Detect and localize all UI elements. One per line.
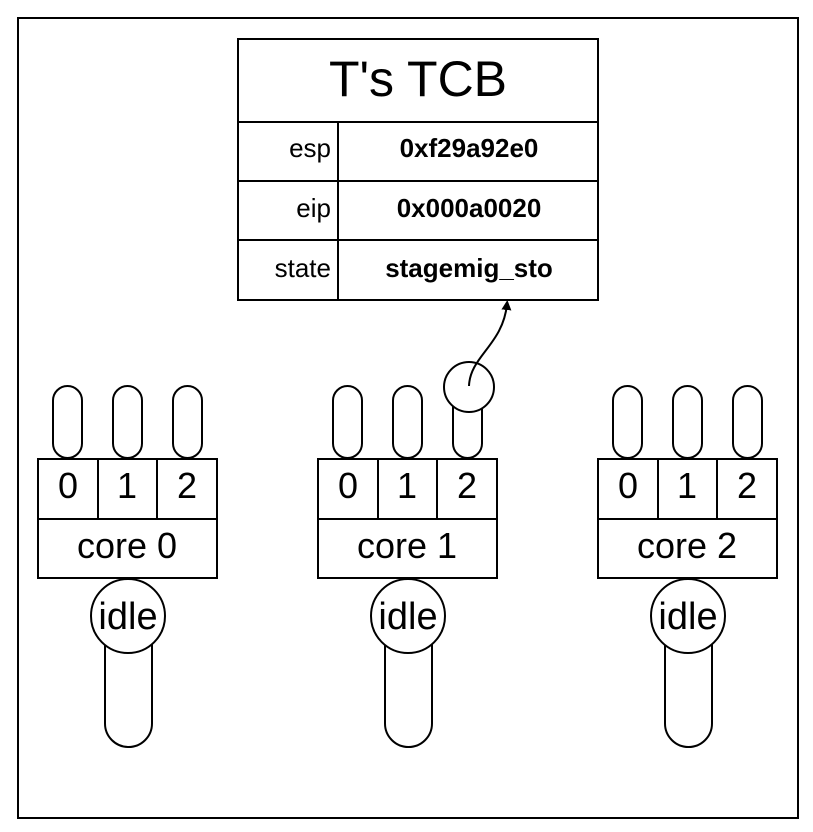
slot-label: 1: [677, 465, 697, 506]
queue-slot-0-pill: [52, 385, 83, 459]
queue-slot-2-pill: [732, 385, 763, 459]
outer-frame: [17, 17, 799, 819]
slot-label: 2: [457, 465, 477, 506]
slot-label: 1: [397, 465, 417, 506]
tcb-field-esp: esp: [289, 133, 331, 163]
queue-slot-1-pill: [112, 385, 143, 459]
idle-thread-circle: [650, 578, 726, 654]
slot-label: 0: [338, 465, 358, 506]
core-label: core 0: [77, 525, 177, 566]
slot-label: 2: [177, 465, 197, 506]
tcb-pointer-arrow: [468, 300, 512, 387]
tcb-field-eip: eip: [296, 193, 331, 223]
idle-label: idle: [658, 596, 717, 638]
queue-slot-1-pill: [392, 385, 423, 459]
tcb-title: T's TCB: [329, 51, 507, 107]
queue-slot-2-pill: [172, 385, 203, 459]
slot-label: 2: [737, 465, 757, 506]
tcb-border: [237, 38, 599, 301]
tcb-table: T's TCB esp 0xf29a92e0 eip 0x000a0020 st…: [237, 38, 599, 301]
slot-label: 0: [618, 465, 638, 506]
queue-slot-0-pill: [612, 385, 643, 459]
core-0: 0 1 2 core 0 idle: [37, 385, 218, 748]
idle-label: idle: [98, 596, 157, 638]
slot-label: 0: [58, 465, 78, 506]
tcb-value-esp: 0xf29a92e0: [400, 133, 539, 163]
tcb-value-state: stagemig_sto: [385, 253, 553, 283]
core-2: 0 1 2 core 2 idle: [597, 385, 778, 748]
slot-label: 1: [117, 465, 137, 506]
core-label: core 2: [637, 525, 737, 566]
idle-thread-circle: [370, 578, 446, 654]
queue-slot-1-pill: [672, 385, 703, 459]
idle-label: idle: [378, 596, 437, 638]
tcb-field-state: state: [275, 253, 331, 283]
idle-thread-circle: [90, 578, 166, 654]
core-label: core 1: [357, 525, 457, 566]
queue-slot-0-pill: [332, 385, 363, 459]
core-1: 0 1 2 core 1 idle: [317, 300, 512, 748]
tcb-value-eip: 0x000a0020: [397, 193, 542, 223]
thread-t-head: [443, 361, 495, 413]
